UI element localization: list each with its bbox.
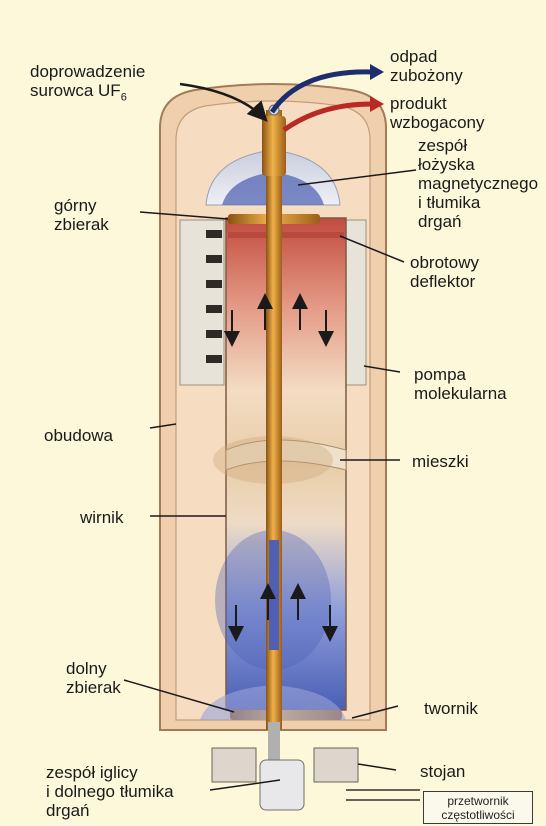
waste-label: odpad zubożony bbox=[390, 47, 463, 85]
deflector-label: obrotowy deflektor bbox=[410, 253, 479, 291]
molecular-pump-label: pompa molekularna bbox=[414, 365, 507, 403]
stator-label: stojan bbox=[420, 762, 465, 781]
needle-damper-label: zespół iglicy i dolnego tłumika drgań bbox=[46, 763, 174, 820]
bottom-scoop-label: dolny zbierak bbox=[66, 659, 121, 697]
frequency-converter-box: przetwornik częstotliwości bbox=[423, 791, 533, 824]
needle-damper bbox=[260, 760, 304, 810]
stator-right bbox=[314, 748, 358, 782]
feed-label: doprowadzenie surowca UF6 bbox=[30, 62, 145, 107]
top-scoop-label: górny zbierak bbox=[54, 196, 109, 234]
rotating-deflector bbox=[228, 232, 344, 238]
bearing-label: zespół łożyska magnetycznego i tłumika d… bbox=[418, 136, 538, 231]
rotor-label: wirnik bbox=[80, 508, 123, 527]
bellows-label: mieszki bbox=[412, 452, 469, 471]
product-label: produkt wzbogacony bbox=[390, 94, 485, 132]
casing-label: obudowa bbox=[44, 426, 113, 445]
armature-label: twornik bbox=[424, 699, 478, 718]
stator-left bbox=[212, 748, 256, 782]
